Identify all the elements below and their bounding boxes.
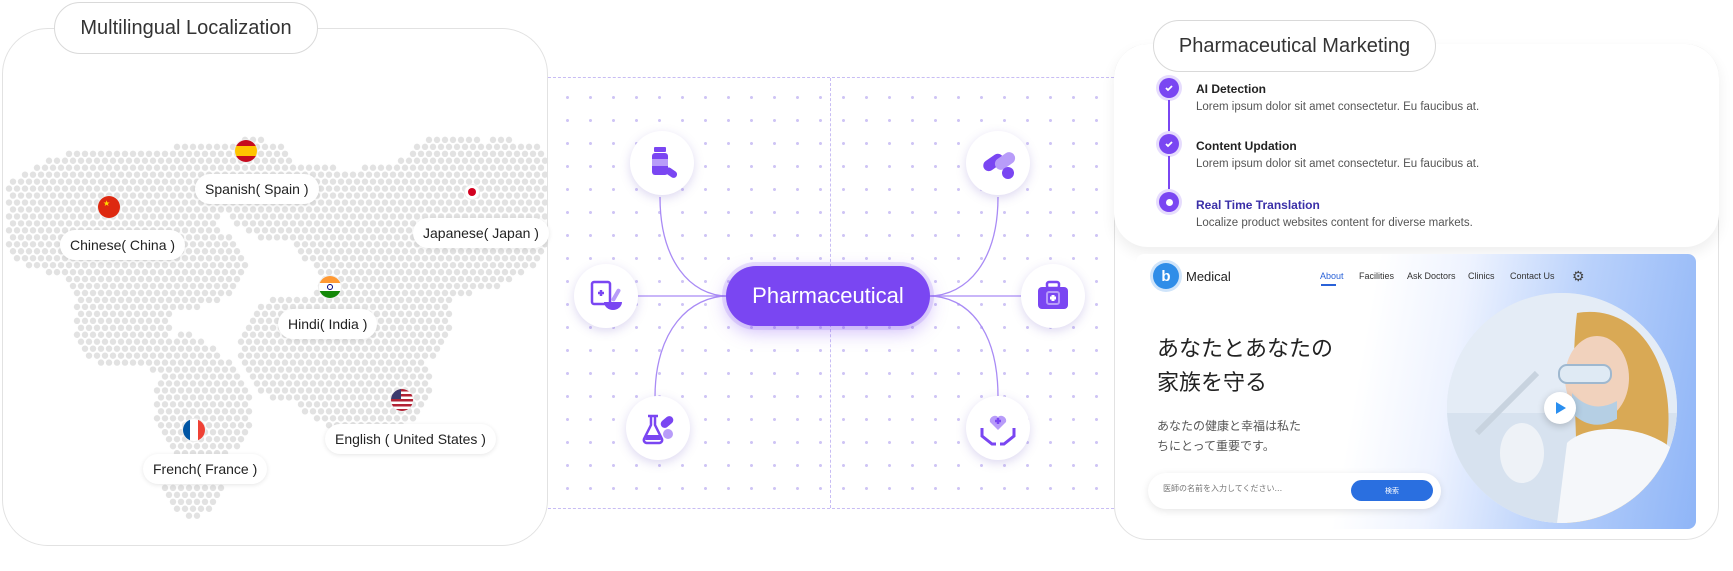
node-mortar-pestle: [574, 264, 638, 328]
doctor-photo: [1447, 293, 1677, 523]
nav-about[interactable]: About: [1320, 271, 1344, 281]
marketing-title: Pharmaceutical Marketing: [1153, 20, 1436, 72]
step-title-ai-detection: AI Detection: [1196, 82, 1267, 96]
mockup-subtitle: あなたの健康と幸福は私た ちにとって重要です。: [1157, 416, 1301, 456]
step-connector: [1168, 156, 1170, 190]
subtitle-line-2: ちにとって重要です。: [1157, 439, 1275, 453]
usa-flag-icon: [391, 389, 413, 411]
first-aid-kit-icon: [1038, 280, 1068, 309]
step-check-icon: [1159, 78, 1179, 98]
france-flag-icon: [183, 419, 205, 441]
step-desc-real-time-translation: Localize product websites content for di…: [1196, 217, 1473, 229]
nav-contact-us[interactable]: Contact Us: [1510, 271, 1555, 281]
node-lab-flask: [626, 396, 690, 460]
node-medicine-bottle: [630, 131, 694, 195]
care-hands-icon: [980, 415, 1016, 446]
nav-active-underline: [1321, 284, 1336, 286]
doctor-search-bar: 検索: [1148, 473, 1441, 509]
japan-flag-icon: [465, 185, 479, 199]
step-active-icon: [1159, 192, 1179, 212]
nav-clinics[interactable]: Clinics: [1468, 271, 1495, 281]
spain-flag-icon: [235, 140, 257, 162]
nav-facilities[interactable]: Facilities: [1359, 271, 1395, 281]
lab-flask-icon: [642, 414, 674, 445]
node-first-aid-kit: [1021, 264, 1085, 328]
node-care-hands: [966, 396, 1030, 460]
step-desc-content-updation: Lorem ipsum dolor sit amet consectetur. …: [1196, 158, 1480, 170]
doctor-illustration: [1447, 293, 1677, 523]
country-label-china: Chinese( China ): [60, 230, 186, 260]
country-label-usa: English ( United States ): [325, 424, 496, 454]
headline-line-2: 家族を守る: [1157, 371, 1268, 396]
play-video-button[interactable]: [1544, 392, 1576, 424]
step-desc-ai-detection: Lorem ipsum dolor sit amet consectetur. …: [1196, 101, 1480, 113]
node-pills: [966, 131, 1030, 195]
headline-line-1: あなたとあなたの: [1157, 337, 1334, 362]
medical-brand: Medical: [1186, 269, 1231, 284]
nav-ask-doctors[interactable]: Ask Doctors: [1407, 271, 1456, 281]
india-flag-icon: [319, 276, 341, 298]
step-title-real-time-translation: Real Time Translation: [1196, 198, 1320, 212]
step-connector: [1168, 100, 1170, 132]
play-icon: [1556, 402, 1566, 414]
pills-icon: [983, 152, 1016, 179]
country-label-japan: Japanese( Japan ): [413, 218, 549, 248]
medical-logo-icon: b: [1153, 263, 1179, 289]
subtitle-line-1: あなたの健康と幸福は私た: [1157, 419, 1302, 433]
country-label-spain: Spanish( Spain ): [195, 174, 319, 204]
search-button[interactable]: 検索: [1351, 480, 1433, 501]
gear-icon[interactable]: ⚙: [1572, 268, 1585, 284]
mortar-pestle-icon: [590, 280, 622, 310]
step-title-content-updation: Content Updation: [1196, 139, 1297, 153]
step-check-icon: [1159, 134, 1179, 154]
localization-title: Multilingual Localization: [54, 2, 318, 54]
medicine-bottle-icon: [652, 147, 678, 178]
marketing-steps-panel: [1114, 44, 1719, 247]
china-flag-icon: ★: [98, 196, 120, 218]
mockup-headline: あなたとあなたの 家族を守る: [1157, 333, 1333, 401]
country-label-india: Hindi( India ): [278, 309, 378, 339]
country-label-france: French( France ): [143, 454, 268, 484]
doctor-search-input[interactable]: [1163, 484, 1323, 493]
pharmaceutical-center-pill: Pharmaceutical: [726, 266, 930, 326]
